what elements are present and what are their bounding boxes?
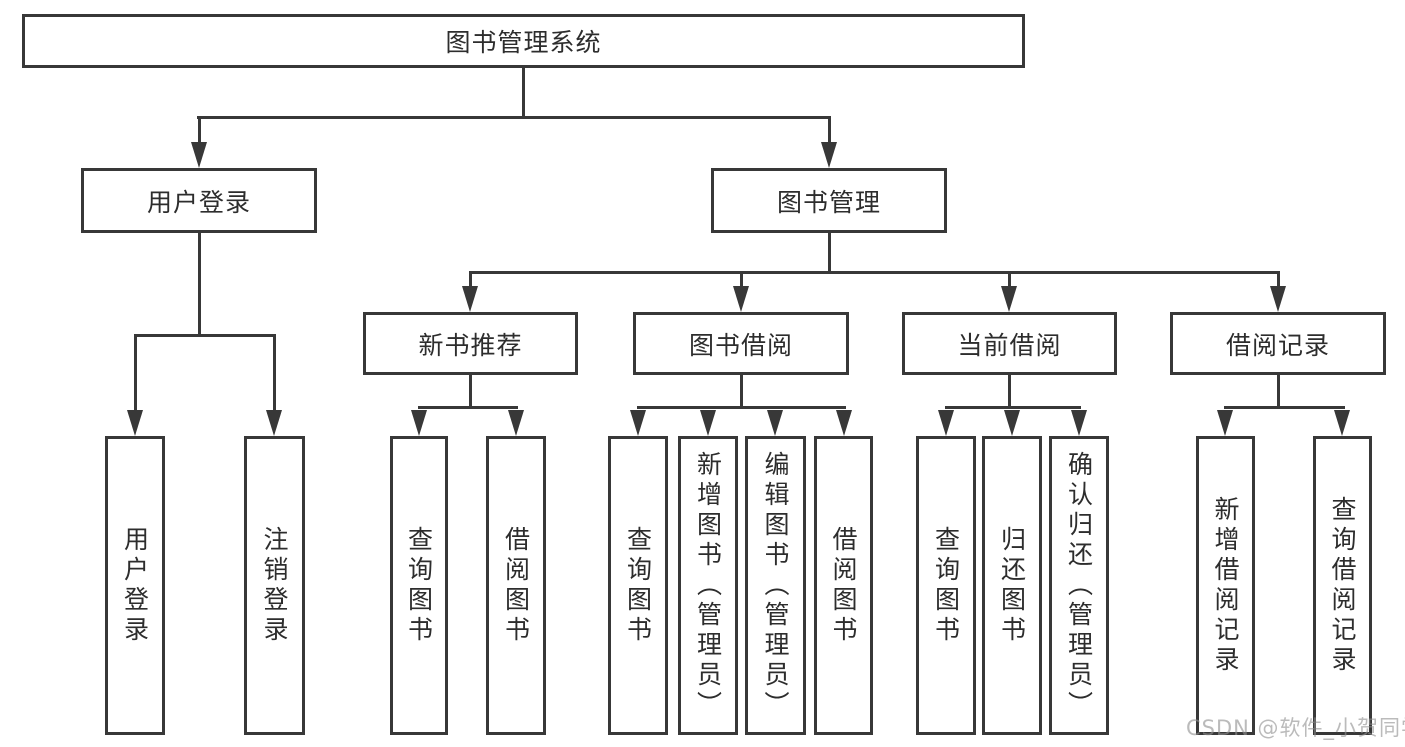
- arrow-down-icon: [1217, 410, 1233, 436]
- leaf-edit-book-admin: 编辑图书（管理员）: [745, 436, 806, 735]
- arrow-down-icon: [733, 286, 749, 312]
- node-book-management-label: 图书管理: [776, 187, 881, 217]
- connector-book-borrow-bar: [636, 405, 846, 409]
- node-current-borrow: 当前借阅: [902, 312, 1117, 375]
- connector-new-book-stem: [468, 375, 472, 408]
- connector-current-borrow-stem: [1008, 375, 1011, 408]
- connector-stub-user-login: [197, 118, 201, 144]
- leaf-query-borrow-record-label: 查询借阅记录: [1328, 495, 1357, 676]
- connector-user-login-bar: [133, 334, 276, 337]
- connector-current-borrow-bar: [944, 405, 1081, 409]
- node-borrow-records-label: 借阅记录: [1225, 330, 1330, 360]
- leaf-user-login-label: 用户登录: [120, 525, 150, 646]
- node-root-label: 图书管理系统: [445, 28, 602, 57]
- connector-stem-leaf-logout: [272, 335, 276, 411]
- arrow-down-icon: [938, 410, 954, 436]
- arrow-down-icon: [767, 410, 783, 436]
- arrow-down-icon: [1334, 410, 1350, 436]
- arrow-down-icon: [700, 410, 716, 436]
- node-book-management: 图书管理: [711, 168, 947, 233]
- arrow-down-icon: [462, 286, 478, 312]
- leaf-add-borrow-record: 新增借阅记录: [1196, 436, 1255, 735]
- leaf-logout-label: 注销登录: [260, 525, 289, 646]
- leaf-query-borrow-record: 查询借阅记录: [1313, 436, 1372, 735]
- arrow-down-icon: [1270, 286, 1286, 312]
- node-new-book-recommend: 新书推荐: [363, 312, 578, 375]
- connector-book-mgmt-stem: [827, 233, 831, 274]
- connector-stem-leaf-user-login: [133, 335, 137, 411]
- leaf-confirm-return-admin: 确认归还（管理员）: [1049, 436, 1109, 735]
- leaf-add-borrow-record-label: 新增借阅记录: [1211, 495, 1240, 676]
- leaf-return-book: 归还图书: [982, 436, 1042, 735]
- leaf-return-book-label: 归还图书: [997, 525, 1027, 646]
- leaf-borrow-books-1: 借阅图书: [486, 436, 546, 735]
- arrow-down-icon: [127, 410, 143, 436]
- arrow-down-icon: [411, 410, 427, 436]
- connector-new-book-bar: [417, 405, 518, 409]
- arrow-down-icon: [1004, 410, 1020, 436]
- leaf-borrow-books-1-label: 借阅图书: [501, 525, 531, 646]
- connector-stub-book-mgmt: [827, 118, 831, 144]
- node-user-login: 用户登录: [81, 168, 317, 233]
- leaf-user-login: 用户登录: [105, 436, 165, 735]
- leaf-query-books-3: 查询图书: [916, 436, 976, 735]
- node-borrow-records: 借阅记录: [1170, 312, 1386, 375]
- connector-user-login-stem: [197, 233, 201, 337]
- leaf-add-book-admin: 新增图书（管理员）: [678, 436, 738, 735]
- connector-level3-bar: [468, 270, 1280, 274]
- connector-stub-borrow-records: [1276, 272, 1280, 288]
- leaf-borrow-books-2-label: 借阅图书: [829, 525, 858, 646]
- leaf-confirm-return-admin-label: 确认归还（管理员）: [1064, 450, 1094, 721]
- leaf-borrow-books-2: 借阅图书: [814, 436, 873, 735]
- connector-stub-new-book: [468, 272, 472, 288]
- connector-borrow-records-stem: [1276, 375, 1280, 408]
- node-book-borrow: 图书借阅: [633, 312, 849, 375]
- node-book-borrow-label: 图书借阅: [688, 330, 793, 360]
- leaf-logout: 注销登录: [244, 436, 305, 735]
- arrow-down-icon: [191, 142, 207, 168]
- connector-root-stem: [522, 68, 525, 118]
- node-new-book-recommend-label: 新书推荐: [418, 330, 523, 360]
- leaf-add-book-admin-label: 新增图书（管理员）: [693, 450, 723, 721]
- connector-stub-current-borrow: [1008, 272, 1011, 288]
- watermark: CSDN @软件_小贺同学: [1186, 716, 1405, 740]
- arrow-down-icon: [1001, 286, 1017, 312]
- arrow-down-icon: [630, 410, 646, 436]
- leaf-query-books-2-label: 查询图书: [623, 525, 653, 646]
- arrow-down-icon: [266, 410, 282, 436]
- leaf-query-books-1: 查询图书: [390, 436, 448, 735]
- arrow-down-icon: [821, 142, 837, 168]
- arrow-down-icon: [836, 410, 852, 436]
- leaf-query-books-2: 查询图书: [608, 436, 668, 735]
- arrow-down-icon: [508, 410, 524, 436]
- connector-book-borrow-stem: [739, 375, 743, 408]
- node-current-borrow-label: 当前借阅: [957, 330, 1062, 360]
- node-root: 图书管理系统: [22, 14, 1025, 68]
- leaf-query-books-1-label: 查询图书: [404, 525, 434, 646]
- connector-level2-bar: [197, 116, 831, 119]
- connector-borrow-records-bar: [1223, 405, 1345, 409]
- leaf-edit-book-admin-label: 编辑图书（管理员）: [761, 450, 790, 721]
- leaf-query-books-3-label: 查询图书: [931, 525, 961, 646]
- connector-stub-book-borrow: [739, 272, 743, 288]
- arrow-down-icon: [1071, 410, 1087, 436]
- node-user-login-label: 用户登录: [146, 187, 251, 217]
